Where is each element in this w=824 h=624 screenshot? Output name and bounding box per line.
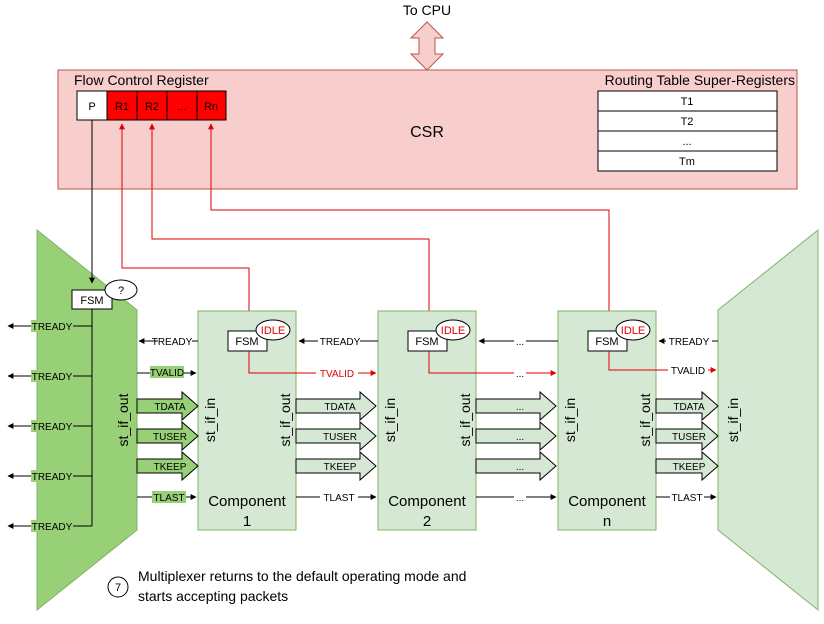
mux-tready-label-5: TREADY [32, 522, 73, 533]
tkeep-arrow-1 [136, 450, 199, 482]
tkeep-arrow-3 [475, 450, 557, 482]
component-1-title: Component [208, 493, 286, 510]
component-1-index: 1 [243, 513, 251, 530]
routing-table: T1 T2 ... Tm [597, 90, 778, 172]
component-2-title: Component [388, 493, 466, 510]
register-cell-rn: Rn [204, 101, 218, 113]
tvalid-label-2: TVALID [320, 369, 354, 380]
tlast-wires: TLAST TLAST ... TLAST [137, 491, 717, 504]
tkeep-label-2: TKEEP [324, 462, 357, 473]
tlast-label-3: TLAST [671, 493, 702, 504]
mux-fsm-state-label: ? [118, 285, 124, 297]
mux-fsm-state [104, 279, 138, 301]
block-arrows: TDATA TUSER TKEEP TDATA TUSER TKEEP ... … [136, 390, 719, 482]
tuser-arrow-1 [136, 420, 199, 452]
tdata-arrow-4 [655, 390, 719, 422]
component-1-in-label: st_if_in [202, 398, 218, 442]
tready-wires: TREADY TREADY ... TREADY [138, 335, 718, 348]
component-2-index: 2 [423, 513, 431, 530]
tready-ellipsis: ... [516, 337, 524, 348]
component-n-fsm-box [587, 330, 628, 352]
component-1-state [255, 319, 291, 341]
component-1-fsm-label: FSM [235, 336, 258, 348]
register-cell-r1: R1 [115, 101, 129, 113]
tdata-ellipsis: ... [516, 402, 524, 413]
component-n-index: n [603, 513, 611, 530]
tdata-label-1: TDATA [154, 402, 186, 413]
component-1-fsm-box [227, 330, 268, 352]
step-number-circle [107, 576, 129, 598]
tlast-label-2: TLAST [323, 493, 354, 504]
tvalid-label-3: TVALID [671, 366, 705, 377]
component-n-state-label: IDLE [621, 325, 645, 337]
tuser-ellipsis: ... [516, 432, 524, 443]
tdata-arrow-3 [475, 390, 557, 422]
tdata-arrow-1 [136, 390, 199, 422]
step-number: 7 [115, 582, 121, 594]
component-n-in-label: st_if_in [562, 398, 578, 442]
routing-row-ellipsis: ... [682, 136, 691, 148]
register-cell-p: P [88, 101, 95, 113]
tready-label-2: TREADY [320, 337, 361, 348]
flow-control-register-label: Flow Control Register [74, 72, 209, 88]
component-n-title: Component [568, 493, 646, 510]
tuser-arrow-3 [475, 420, 557, 452]
tdata-arrow-2 [295, 390, 377, 422]
step-description: Multiplexer returns to the default opera… [138, 568, 467, 604]
tuser-label-2: TUSER [323, 432, 357, 443]
tuser-label-1: TUSER [153, 432, 187, 443]
routing-row-t1: T1 [681, 96, 694, 108]
cpu-bidirectional-arrow [409, 21, 445, 71]
component-1-out-label: st_if_out [277, 393, 293, 446]
register-cell-r2: R2 [145, 101, 159, 113]
component-n-state [615, 319, 651, 341]
mux-tready-label-2: TREADY [32, 372, 73, 383]
tkeep-arrow-2 [295, 450, 377, 482]
routing-table-label: Routing Table Super-Registers [605, 72, 795, 88]
flow-control-register: P R1 R2 ... Rn [76, 90, 227, 121]
tkeep-label-4: TKEEP [673, 462, 706, 473]
mux-tready-label-3: TREADY [32, 422, 73, 433]
tkeep-label-1: TKEEP [154, 462, 187, 473]
tvalid-wires: TVALID TVALID ... TVALID [137, 351, 717, 380]
tdata-label-2: TDATA [324, 402, 356, 413]
tdata-label-4: TDATA [673, 402, 705, 413]
component-2-fsm-box [407, 330, 448, 352]
tkeep-ellipsis: ... [516, 462, 524, 473]
tkeep-arrow-4 [655, 450, 719, 482]
component-1-state-label: IDLE [261, 325, 285, 337]
routing-row-t2: T2 [681, 116, 694, 128]
demultiplexer-trapezoid [717, 228, 819, 612]
red-feedback-wires [119, 123, 610, 330]
mux-tready-label-1: TREADY [32, 322, 73, 333]
routing-row-tm: Tm [679, 156, 695, 168]
tvalid-label-1: TVALID [150, 368, 184, 379]
tready-label-3: TREADY [669, 337, 710, 348]
tready-label-1: TREADY [152, 337, 193, 348]
csr-label: CSR [410, 124, 444, 141]
mux-tready-label-4: TREADY [32, 472, 73, 483]
demux-interface-label: st_if_in [725, 398, 741, 442]
cpu-label: To CPU [403, 2, 451, 18]
component-2-state [435, 319, 471, 341]
component-n-fsm-label: FSM [595, 336, 618, 348]
tuser-label-4: TUSER [672, 432, 706, 443]
tlast-ellipsis: ... [516, 493, 524, 504]
tlast-label-1: TLAST [153, 493, 184, 504]
tuser-arrow-2 [295, 420, 377, 452]
component-n-out-label: st_if_out [637, 393, 653, 446]
mux-tready-fanout: TREADY TREADY TREADY TREADY TREADY [7, 309, 93, 533]
component-2-fsm-label: FSM [415, 336, 438, 348]
register-cell-ellipsis: ... [177, 101, 186, 113]
component-2-in-label: st_if_in [382, 398, 398, 442]
mux-fsm-label: FSM [80, 295, 103, 307]
component-2-state-label: IDLE [441, 325, 465, 337]
component-2-out-label: st_if_out [457, 393, 473, 446]
tuser-arrow-4 [655, 420, 719, 452]
tvalid-ellipsis: ... [516, 369, 524, 380]
mux-interface-label: st_if_out [115, 393, 131, 446]
